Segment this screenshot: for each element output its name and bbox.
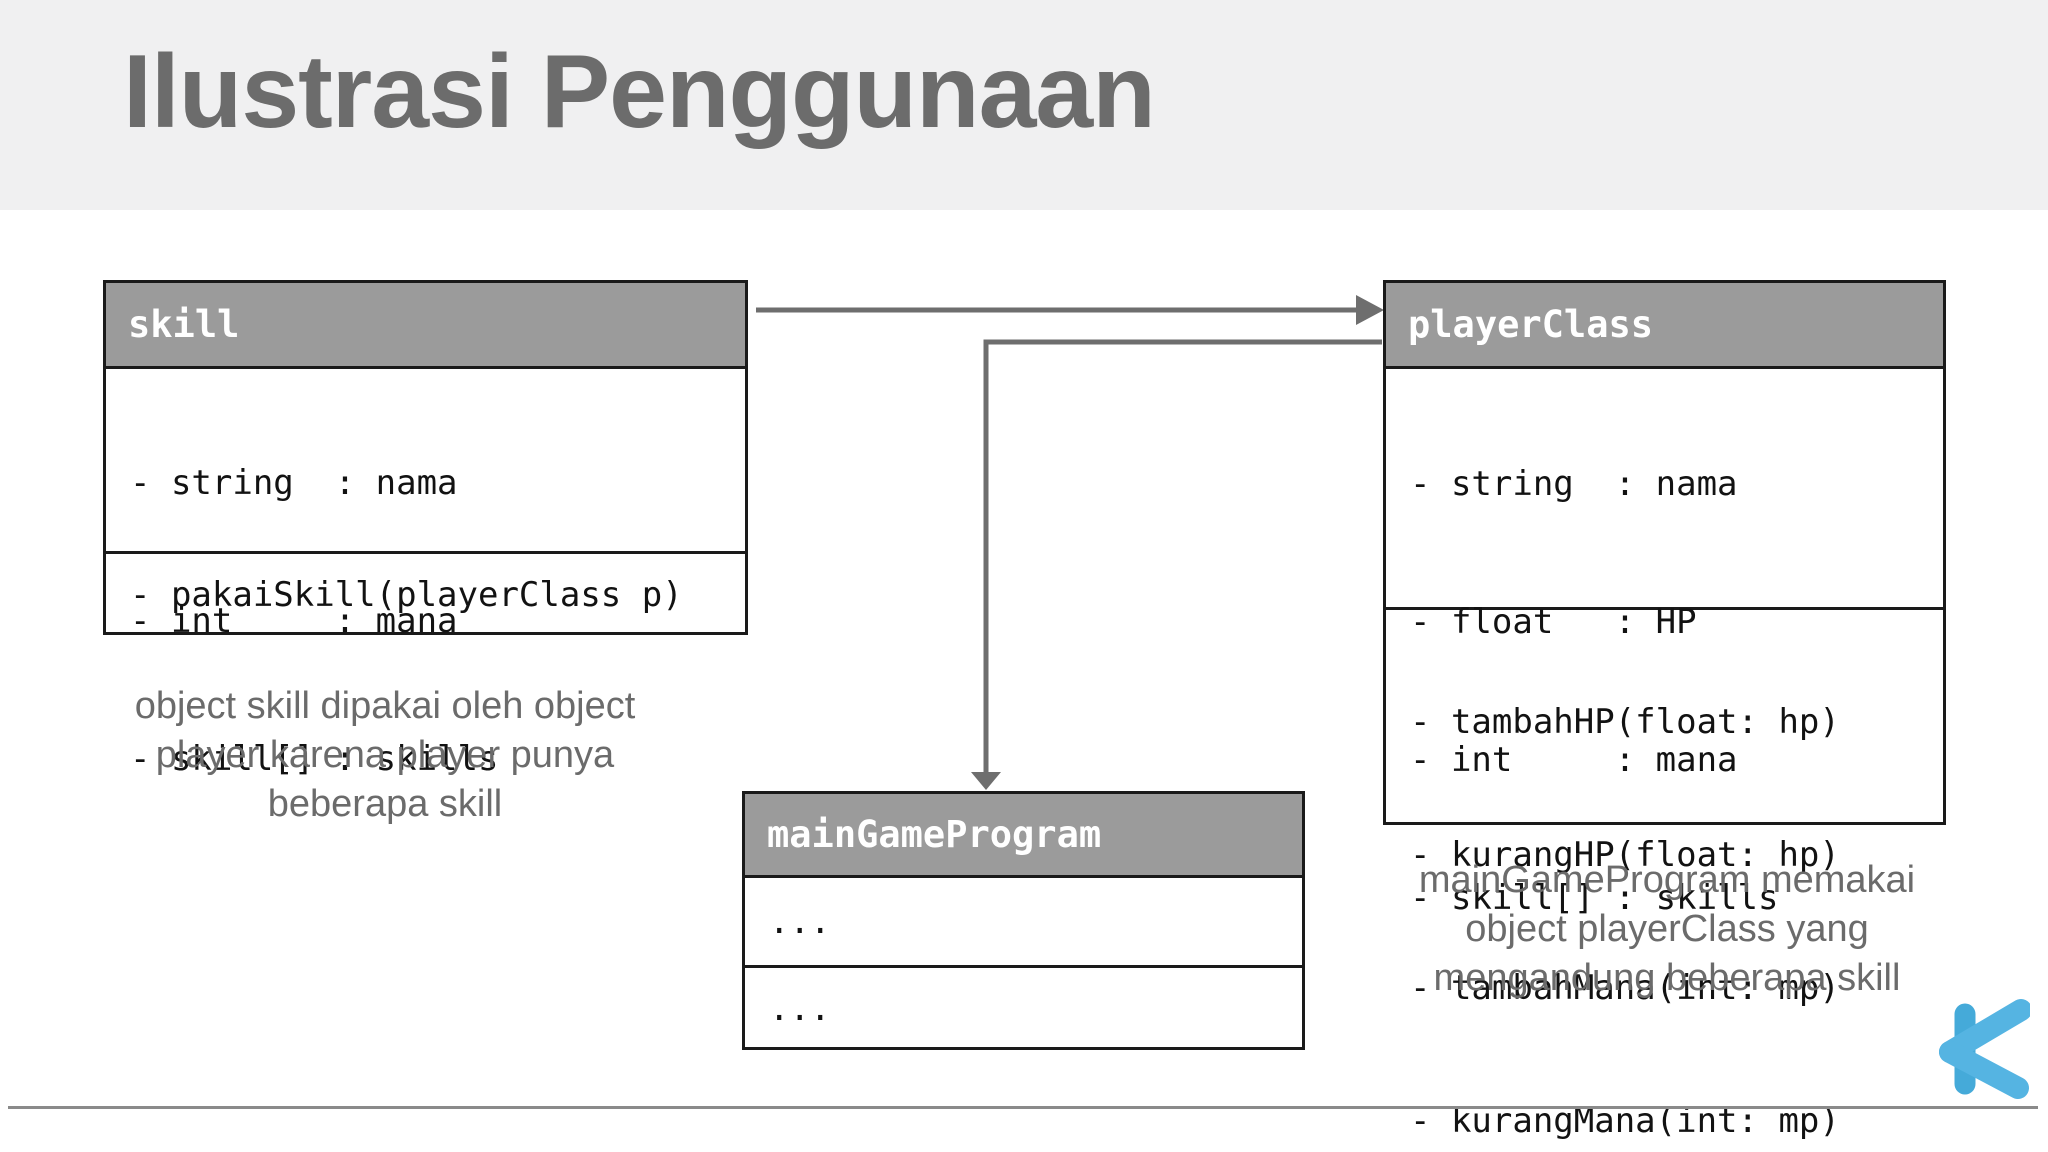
attribute-row: - string : nama [1410, 464, 1738, 504]
footer-divider [8, 1106, 2038, 1109]
class-header-playerclass: playerClass [1386, 283, 1943, 369]
class-name-playerclass: playerClass [1408, 303, 1654, 346]
annotation-line: mengandung beberapa skill [1433, 957, 1901, 999]
class-methods-maingameprogram: ... [745, 965, 1302, 1050]
annotation-line: beberapa skill [267, 783, 503, 825]
class-box-skill: skill - string : nama - int : mana - ski… [103, 280, 748, 779]
arrowhead-right-icon [1356, 295, 1384, 325]
class-attributes-skill: - string : nama - int : mana - skill[] :… [106, 369, 745, 779]
method-row: - tambahHP(float: hp) [1410, 702, 1840, 742]
attribute-row: - string : nama [130, 463, 458, 503]
class-name-maingameprogram: mainGameProgram [767, 813, 1102, 856]
arrowhead-down-icon [971, 772, 1001, 790]
class-box-maingameprogram: mainGameProgram ... ... [742, 791, 1305, 1050]
class-name-skill: skill [128, 303, 240, 346]
class-box-playerclass: playerClass - string : nama - float : HP… [1383, 280, 1946, 1141]
attribute-row: - skill[] : skills [1410, 878, 1779, 918]
annotation-line: object playerClass yang [1465, 908, 1869, 950]
attribute-row: - skill[] : skills [130, 739, 499, 779]
annotation-skill-note: object skill dipakai oleh object player … [85, 682, 685, 829]
method-row: ... [769, 989, 831, 1029]
attribute-row: ... [769, 901, 831, 942]
class-header-maingameprogram: mainGameProgram [745, 794, 1302, 878]
arrow-playerclass-to-maingameprogram [971, 339, 1382, 790]
method-row: - kurangMana(int: mp) [1410, 1101, 1840, 1141]
class-methods-skill: - pakaiSkill(playerClass p) [106, 551, 745, 635]
class-header-skill: skill [106, 283, 745, 369]
attribute-row: - int : mana [130, 601, 458, 641]
class-attributes-maingameprogram: ... [745, 878, 1302, 965]
annotation-maingameprogram-note: mainGameProgram memakai object playerCla… [1393, 856, 1941, 1003]
k-logo-icon [1939, 999, 2030, 1099]
title-band: Ilustrasi Penggunaan [0, 0, 2048, 210]
method-row: - kurangHP(float: hp) [1410, 835, 1840, 875]
arrow-skill-to-playerclass [756, 295, 1384, 325]
method-row: - pakaiSkill(playerClass p) [130, 574, 683, 615]
annotation-line: object skill dipakai oleh object [134, 685, 636, 727]
page-title: Ilustrasi Penggunaan [123, 34, 1156, 150]
attribute-row: - int : mana [1410, 740, 1738, 780]
class-attributes-playerclass: - string : nama - float : HP - int : man… [1386, 369, 1943, 918]
attribute-row: - float : HP [1410, 602, 1697, 642]
annotation-line: player karena player punya [155, 734, 615, 776]
annotation-line: mainGameProgram memakai [1418, 859, 1916, 901]
method-row: - tambahMana(int: mp) [1410, 968, 1840, 1008]
